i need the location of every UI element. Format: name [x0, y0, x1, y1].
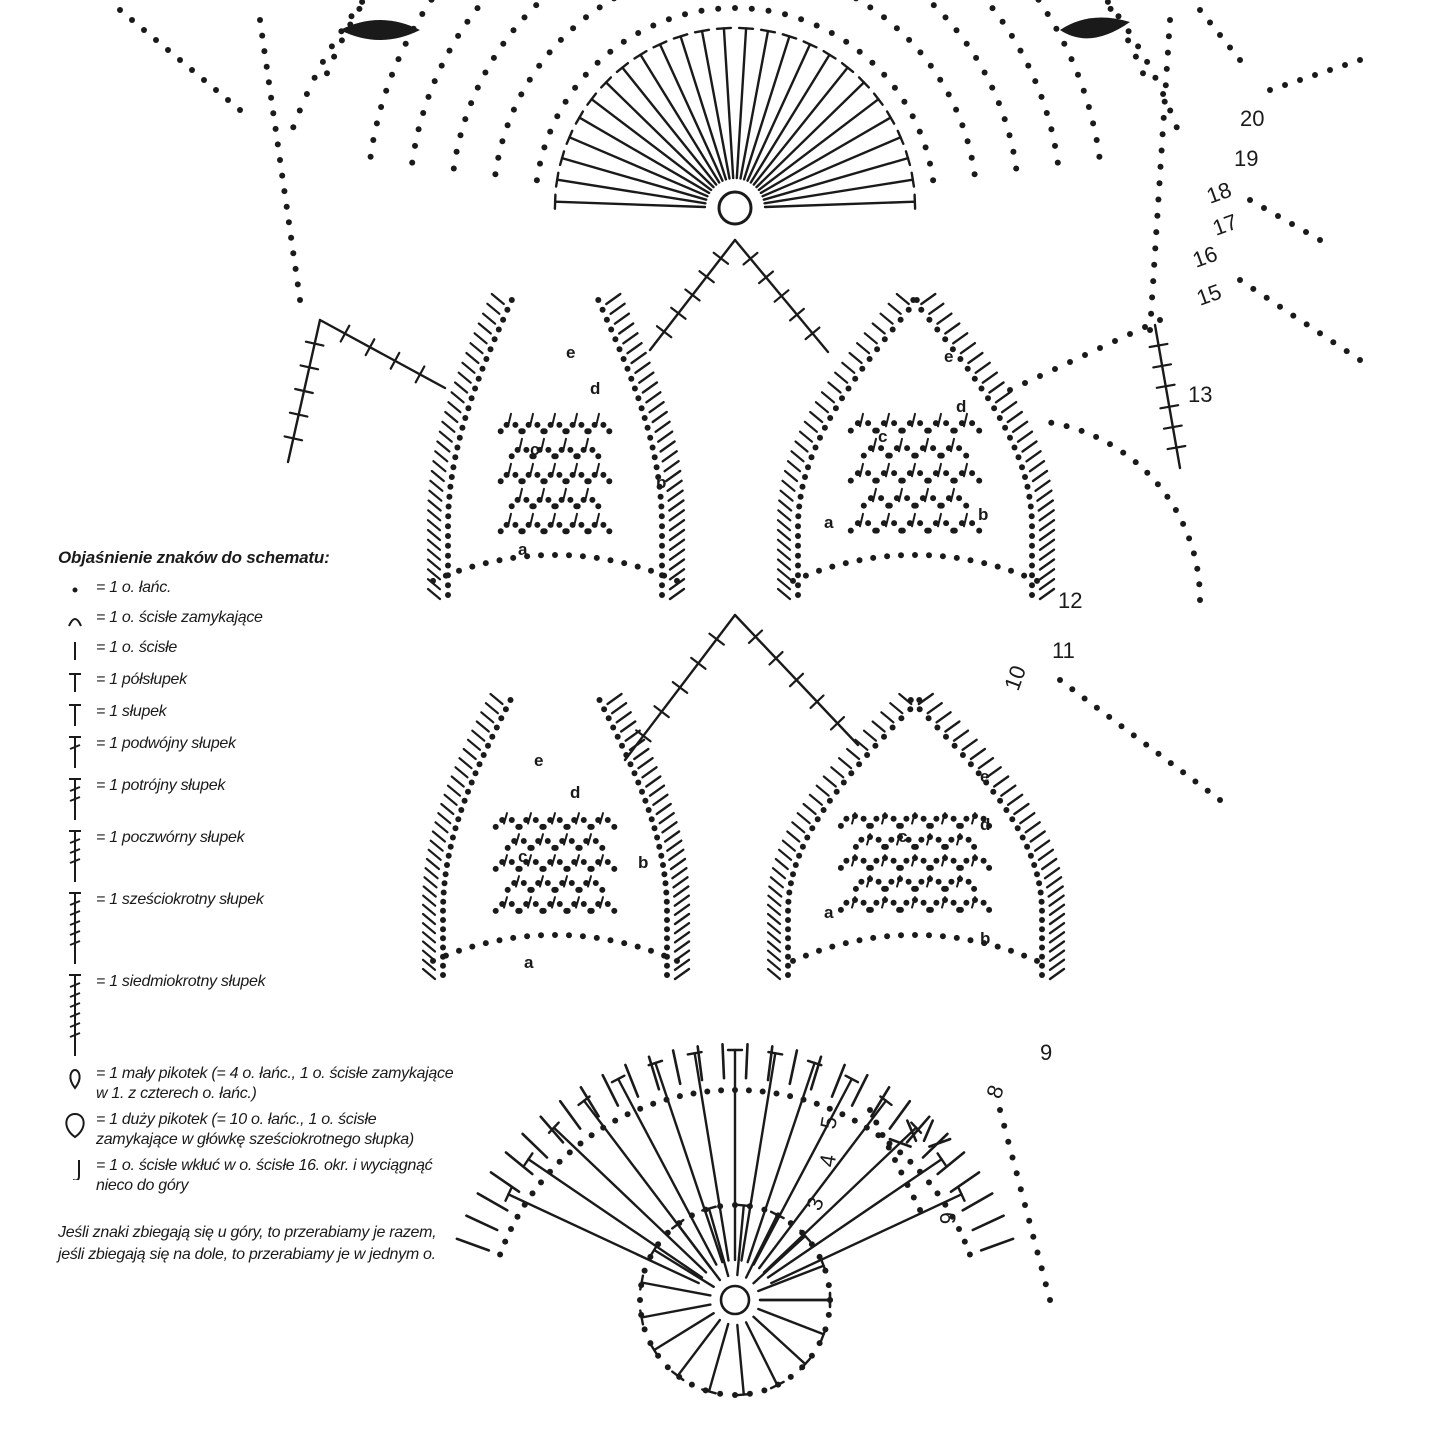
chain-dot-icon [58, 578, 92, 602]
small-picot-icon [58, 1064, 92, 1094]
section-label: c [898, 827, 907, 846]
legend-item-text: = 1 duży pikotek (= 10 o. łańc., 1 o. śc… [96, 1111, 414, 1148]
legend-title: Objaśnienie znaków do schematu: [58, 548, 330, 567]
section-label: a [518, 540, 528, 559]
row-number: 16 [1189, 241, 1221, 273]
legend-item: = 1 o. ścisłe zamykające [58, 608, 458, 632]
section-label: e [534, 751, 543, 770]
section-label: b [638, 853, 648, 872]
row-number: 13 [1188, 382, 1212, 407]
legend-item: = 1 poczwórny słupek [58, 828, 458, 884]
legend-item: = 1 siedmiokrotny słupek [58, 972, 458, 1058]
section-label: d [570, 783, 580, 802]
legend-note: Jeśli znaki zbiegają się u góry, to prze… [58, 1224, 437, 1263]
row-number: 3 [801, 1194, 829, 1214]
large-picot-icon [58, 1110, 92, 1140]
quadruple-treble-icon [58, 828, 92, 884]
legend-item-text: = 1 słupek [96, 703, 167, 720]
legend-item: = 1 słupek [58, 702, 458, 728]
legend-item: = 1 o. łańc. [58, 578, 458, 602]
row-number: 15 [1193, 279, 1225, 311]
legend-item-text: = 1 podwójny słupek [96, 735, 236, 752]
legend-item-text: = 1 potrójny słupek [96, 777, 226, 794]
legend-item: = 1 podwójny słupek [58, 734, 458, 770]
legend-items: = 1 o. łańc. = 1 o. ścisłe zamykające = 1 … [58, 578, 458, 1196]
legend-item: = 1 o. ścisłe [58, 638, 458, 664]
section-label: d [590, 379, 600, 398]
legend-item-text: = 1 o. łańc. [96, 579, 172, 596]
row-number: 19 [1234, 146, 1258, 171]
section-label: b [978, 505, 988, 524]
section-label: a [824, 513, 834, 532]
section-label: c [530, 440, 539, 459]
legend-item: = 1 sześciokrotny słupek [58, 890, 458, 966]
legend-item-text: = 1 sześciokrotny słupek [96, 891, 264, 908]
treble-crochet-icon [58, 734, 92, 770]
row-number: 10 [999, 662, 1031, 694]
septuple-treble-icon [58, 972, 92, 1058]
section-label: e [980, 767, 989, 786]
legend-item: = 1 duży pikotek (= 10 o. łańc., 1 o. śc… [58, 1110, 458, 1150]
legend-item-text: = 1 półsłupek [96, 671, 187, 688]
row-number: 6 [935, 1212, 960, 1224]
legend-item-text: = 1 o. ścisłe zamykające [96, 609, 263, 626]
double-crochet-icon [58, 702, 92, 728]
section-label: e [566, 343, 575, 362]
row-number: 9 [1040, 1040, 1052, 1065]
row-number: 17 [1209, 209, 1241, 241]
section-label: e [944, 347, 953, 366]
section-label: c [518, 847, 527, 866]
triple-treble-icon [58, 776, 92, 822]
legend-item-text: = 1 o. ścisłe wkłuć w o. ścisłe 16. okr.… [96, 1157, 433, 1194]
legend-item: = 1 mały pikotek (= 4 o. łańc., 1 o. ści… [58, 1064, 458, 1104]
chart-structure [117, 0, 1363, 1398]
row-number: 18 [1203, 177, 1235, 209]
legend-item: = 1 półsłupek [58, 670, 458, 696]
section-label: d [956, 397, 966, 416]
symbol-legend: Objaśnienie znaków do schematu: = 1 o. ł… [58, 548, 458, 1266]
legend-item-text: = 1 poczwórny słupek [96, 829, 245, 846]
row-number: 5 [815, 1114, 842, 1130]
row-number: 20 [1240, 106, 1264, 131]
row-number: 12 [1058, 588, 1082, 613]
row-number: 8 [981, 1082, 1009, 1102]
slip-stitch-arc-icon [58, 608, 92, 632]
row-number: 4 [814, 1152, 841, 1168]
section-label: a [824, 903, 834, 922]
row-number: 11 [1052, 638, 1075, 663]
legend-item-text: = 1 mały pikotek (= 4 o. łańc., 1 o. ści… [96, 1065, 454, 1102]
single-crochet-bar-icon [58, 638, 92, 664]
hook-j-icon [58, 1156, 92, 1180]
section-label: b [980, 929, 990, 948]
legend-item: = 1 o. ścisłe wkłuć w o. ścisłe 16. okr.… [58, 1156, 458, 1196]
legend-item-text: = 1 siedmiokrotny słupek [96, 973, 266, 990]
section-label: c [878, 427, 887, 446]
section-label: b [656, 473, 666, 492]
half-double-crochet-icon [58, 670, 92, 696]
legend-item-text: = 1 o. ścisłe [96, 639, 178, 656]
sextuple-treble-icon [58, 890, 92, 966]
legend-item: = 1 potrójny słupek [58, 776, 458, 822]
section-label: d [980, 815, 990, 834]
section-label: a [524, 953, 534, 972]
